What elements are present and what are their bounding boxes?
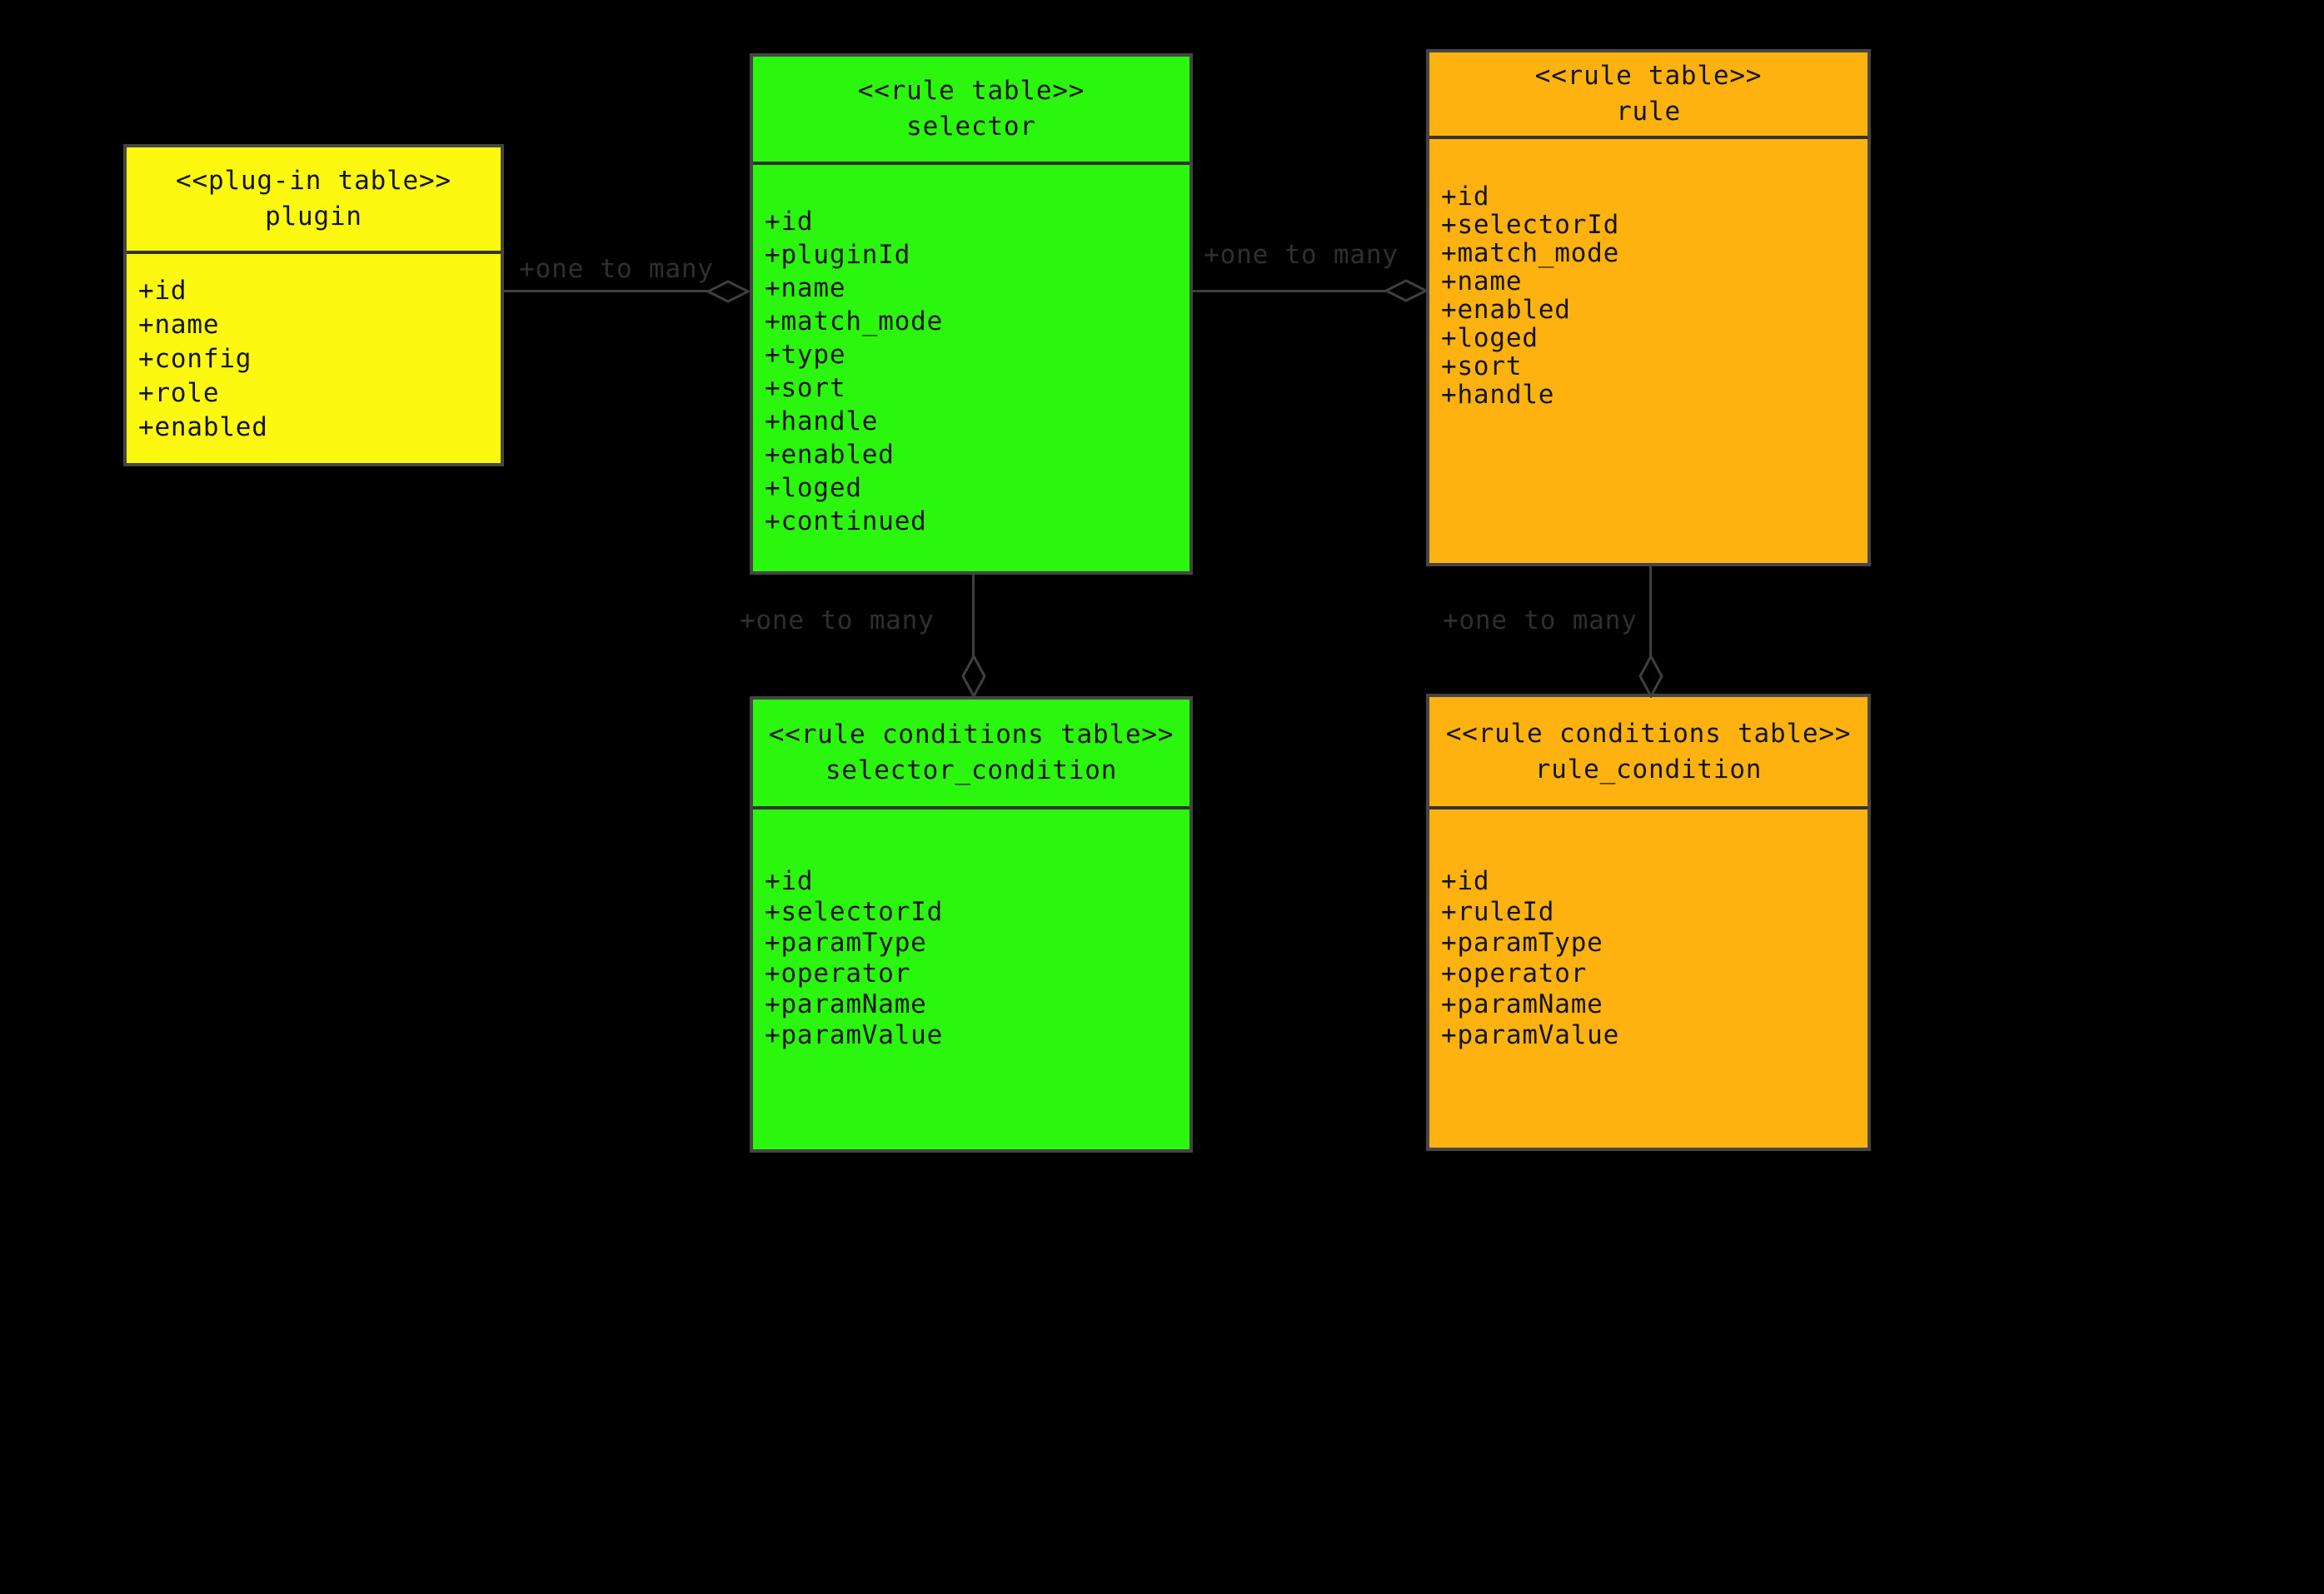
entity-stereotype: <<rule conditions table>> xyxy=(1445,718,1852,749)
entity-fields: +id+ruleId+paramType+operator+paramName+… xyxy=(1429,809,1868,1051)
field-row: +paramType xyxy=(1441,928,1603,958)
field-row: +name xyxy=(1441,266,1523,296)
entity-title: <<rule conditions table>> selector_condi… xyxy=(753,700,1189,809)
aggregation-diamond-icon xyxy=(1638,655,1663,698)
entity-rule-condition-table[interactable]: <<rule conditions table>> rule_condition… xyxy=(1426,694,1871,1151)
connector-selector-condition-label: +one to many xyxy=(740,605,935,635)
field-row: +id xyxy=(765,207,814,237)
connector-selector-rule-label: +one to many xyxy=(1204,240,1399,270)
field-row: +handle xyxy=(1441,380,1555,410)
field-row: +id xyxy=(138,276,187,306)
field-row: +handle xyxy=(765,406,879,436)
field-row: +ruleId xyxy=(1441,897,1555,927)
entity-name: plugin xyxy=(265,202,362,232)
field-row: +name xyxy=(138,310,220,340)
field-row: +continued xyxy=(765,506,927,536)
entity-fields: +id+pluginId+name+match_mode +type+sort+h… xyxy=(753,165,1189,538)
field-row: +enabled xyxy=(138,412,268,442)
entity-selector-table[interactable]: <<rule table>> selector +id+pluginId+nam… xyxy=(750,53,1193,575)
connector-selector-rule-line xyxy=(1193,290,1386,292)
field-row: +paramValue xyxy=(765,1020,944,1050)
field-row: +operator xyxy=(1441,959,1588,989)
field-row: +config xyxy=(138,344,252,374)
field-row: +enabled xyxy=(765,440,895,470)
entity-rule-table[interactable]: <<rule table>> rule +id+selectorId+match… xyxy=(1426,49,1871,566)
field-row: +id xyxy=(765,866,814,896)
field-row: +type xyxy=(765,340,846,370)
entity-name: rule_condition xyxy=(1534,754,1763,785)
entity-title: <<rule table>> rule xyxy=(1429,52,1868,139)
connector-selector-condition-line xyxy=(972,575,975,656)
aggregation-diamond-icon xyxy=(706,280,750,303)
entity-title: <<rule table>> selector xyxy=(753,57,1189,165)
field-row: +id xyxy=(1441,866,1490,896)
connector-plugin-selector-line xyxy=(504,290,708,292)
entity-name: selector xyxy=(906,112,1036,142)
field-row: +sort xyxy=(1441,351,1523,381)
connector-plugin-selector-label: +one to many xyxy=(519,254,714,284)
field-row: +paramType xyxy=(765,928,927,958)
entity-name: selector_condition xyxy=(825,755,1118,785)
entity-plugin-table[interactable]: <<plug-in table>> plugin +id +name +config… xyxy=(123,144,504,466)
entity-stereotype: <<plug-in table>> xyxy=(176,166,451,196)
field-row: +selectorId xyxy=(765,897,944,927)
field-row: +operator xyxy=(765,959,911,989)
field-row: +loged xyxy=(1441,323,1539,353)
field-row: +loged xyxy=(765,473,862,503)
entity-stereotype: <<rule table>> xyxy=(857,76,1085,106)
connector-rule-condition-label: +one to many xyxy=(1443,605,1638,635)
aggregation-diamond-icon xyxy=(1384,279,1428,302)
field-row: +name xyxy=(765,273,846,303)
entity-selector-condition-table[interactable]: <<rule conditions table>> selector_condi… xyxy=(750,696,1193,1153)
entity-title: <<rule conditions table>> rule_condition xyxy=(1429,697,1868,809)
field-row: +paramValue xyxy=(1441,1020,1620,1050)
entity-title: <<plug-in table>> plugin xyxy=(127,147,501,254)
field-row: +pluginId xyxy=(765,240,911,270)
field-row: +match_mode xyxy=(765,306,944,336)
entity-stereotype: <<rule table>> xyxy=(1534,61,1763,91)
entity-name: rule xyxy=(1616,97,1681,127)
field-row: +paramName xyxy=(1441,989,1603,1019)
entity-fields: +id+selectorId+paramType+operator+paramN… xyxy=(753,809,1189,1051)
field-row: +enabled xyxy=(1441,295,1571,325)
field-row: +sort xyxy=(765,373,846,403)
field-row: +match_mode xyxy=(1441,238,1620,268)
entity-fields: +id +name +config +role +enabled xyxy=(127,254,501,445)
field-row: +selectorId xyxy=(1441,210,1620,240)
field-row: +role xyxy=(138,378,220,408)
field-row: +id xyxy=(1441,182,1490,212)
aggregation-diamond-icon xyxy=(961,655,986,698)
connector-rule-condition-line xyxy=(1649,566,1652,656)
entity-stereotype: <<rule conditions table>> xyxy=(768,720,1174,750)
entity-fields: +id+selectorId+match_mode+name+enabled+l… xyxy=(1429,139,1868,409)
field-row: +paramName xyxy=(765,989,927,1019)
